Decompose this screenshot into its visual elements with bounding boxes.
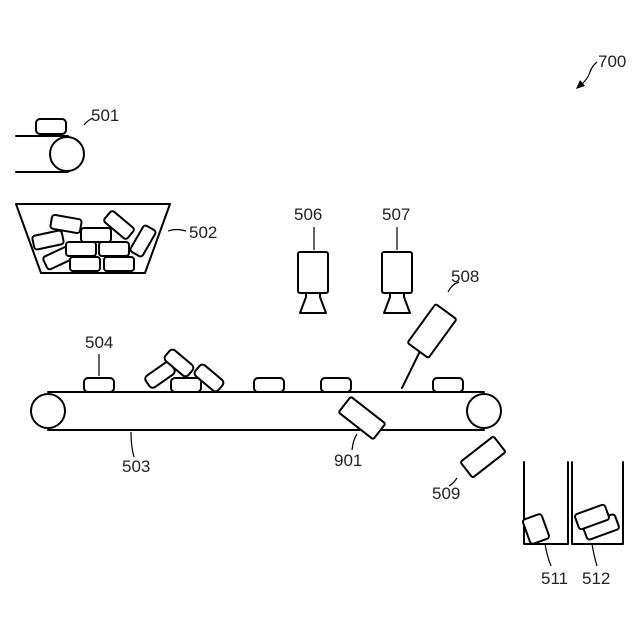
label-509: 509: [432, 484, 460, 503]
bin-511: [522, 462, 568, 545]
label-506: 506: [294, 205, 322, 224]
main-conveyor: [31, 392, 501, 430]
figure-number-label: 700: [598, 52, 626, 71]
label-512: 512: [582, 569, 610, 588]
bin-512: [572, 462, 623, 544]
product-on-feed: [36, 119, 66, 134]
label-502: 502: [189, 223, 217, 242]
leader-512: [592, 544, 597, 566]
product-509: [460, 436, 505, 478]
hopper: [16, 204, 170, 273]
label-501: 501: [91, 106, 119, 125]
label-504: 504: [85, 333, 113, 352]
camera-507: [382, 252, 412, 313]
label-507: 507: [382, 205, 410, 224]
label-508: 508: [451, 267, 479, 286]
hopper-products: [32, 210, 157, 271]
conveyor-products: [84, 348, 463, 439]
leader-511: [545, 544, 551, 566]
product-901: [339, 397, 386, 440]
label-511: 511: [541, 569, 568, 588]
product-504: [84, 378, 114, 392]
feed-conveyor: [16, 119, 84, 172]
leader-502: [168, 230, 186, 232]
label-503: 503: [122, 457, 150, 476]
camera-506: [298, 252, 328, 313]
leader-901: [352, 434, 357, 450]
ejector-508: [402, 304, 457, 388]
leader-503: [131, 432, 134, 457]
figure-arrow: [576, 62, 597, 89]
label-901: 901: [334, 451, 362, 470]
